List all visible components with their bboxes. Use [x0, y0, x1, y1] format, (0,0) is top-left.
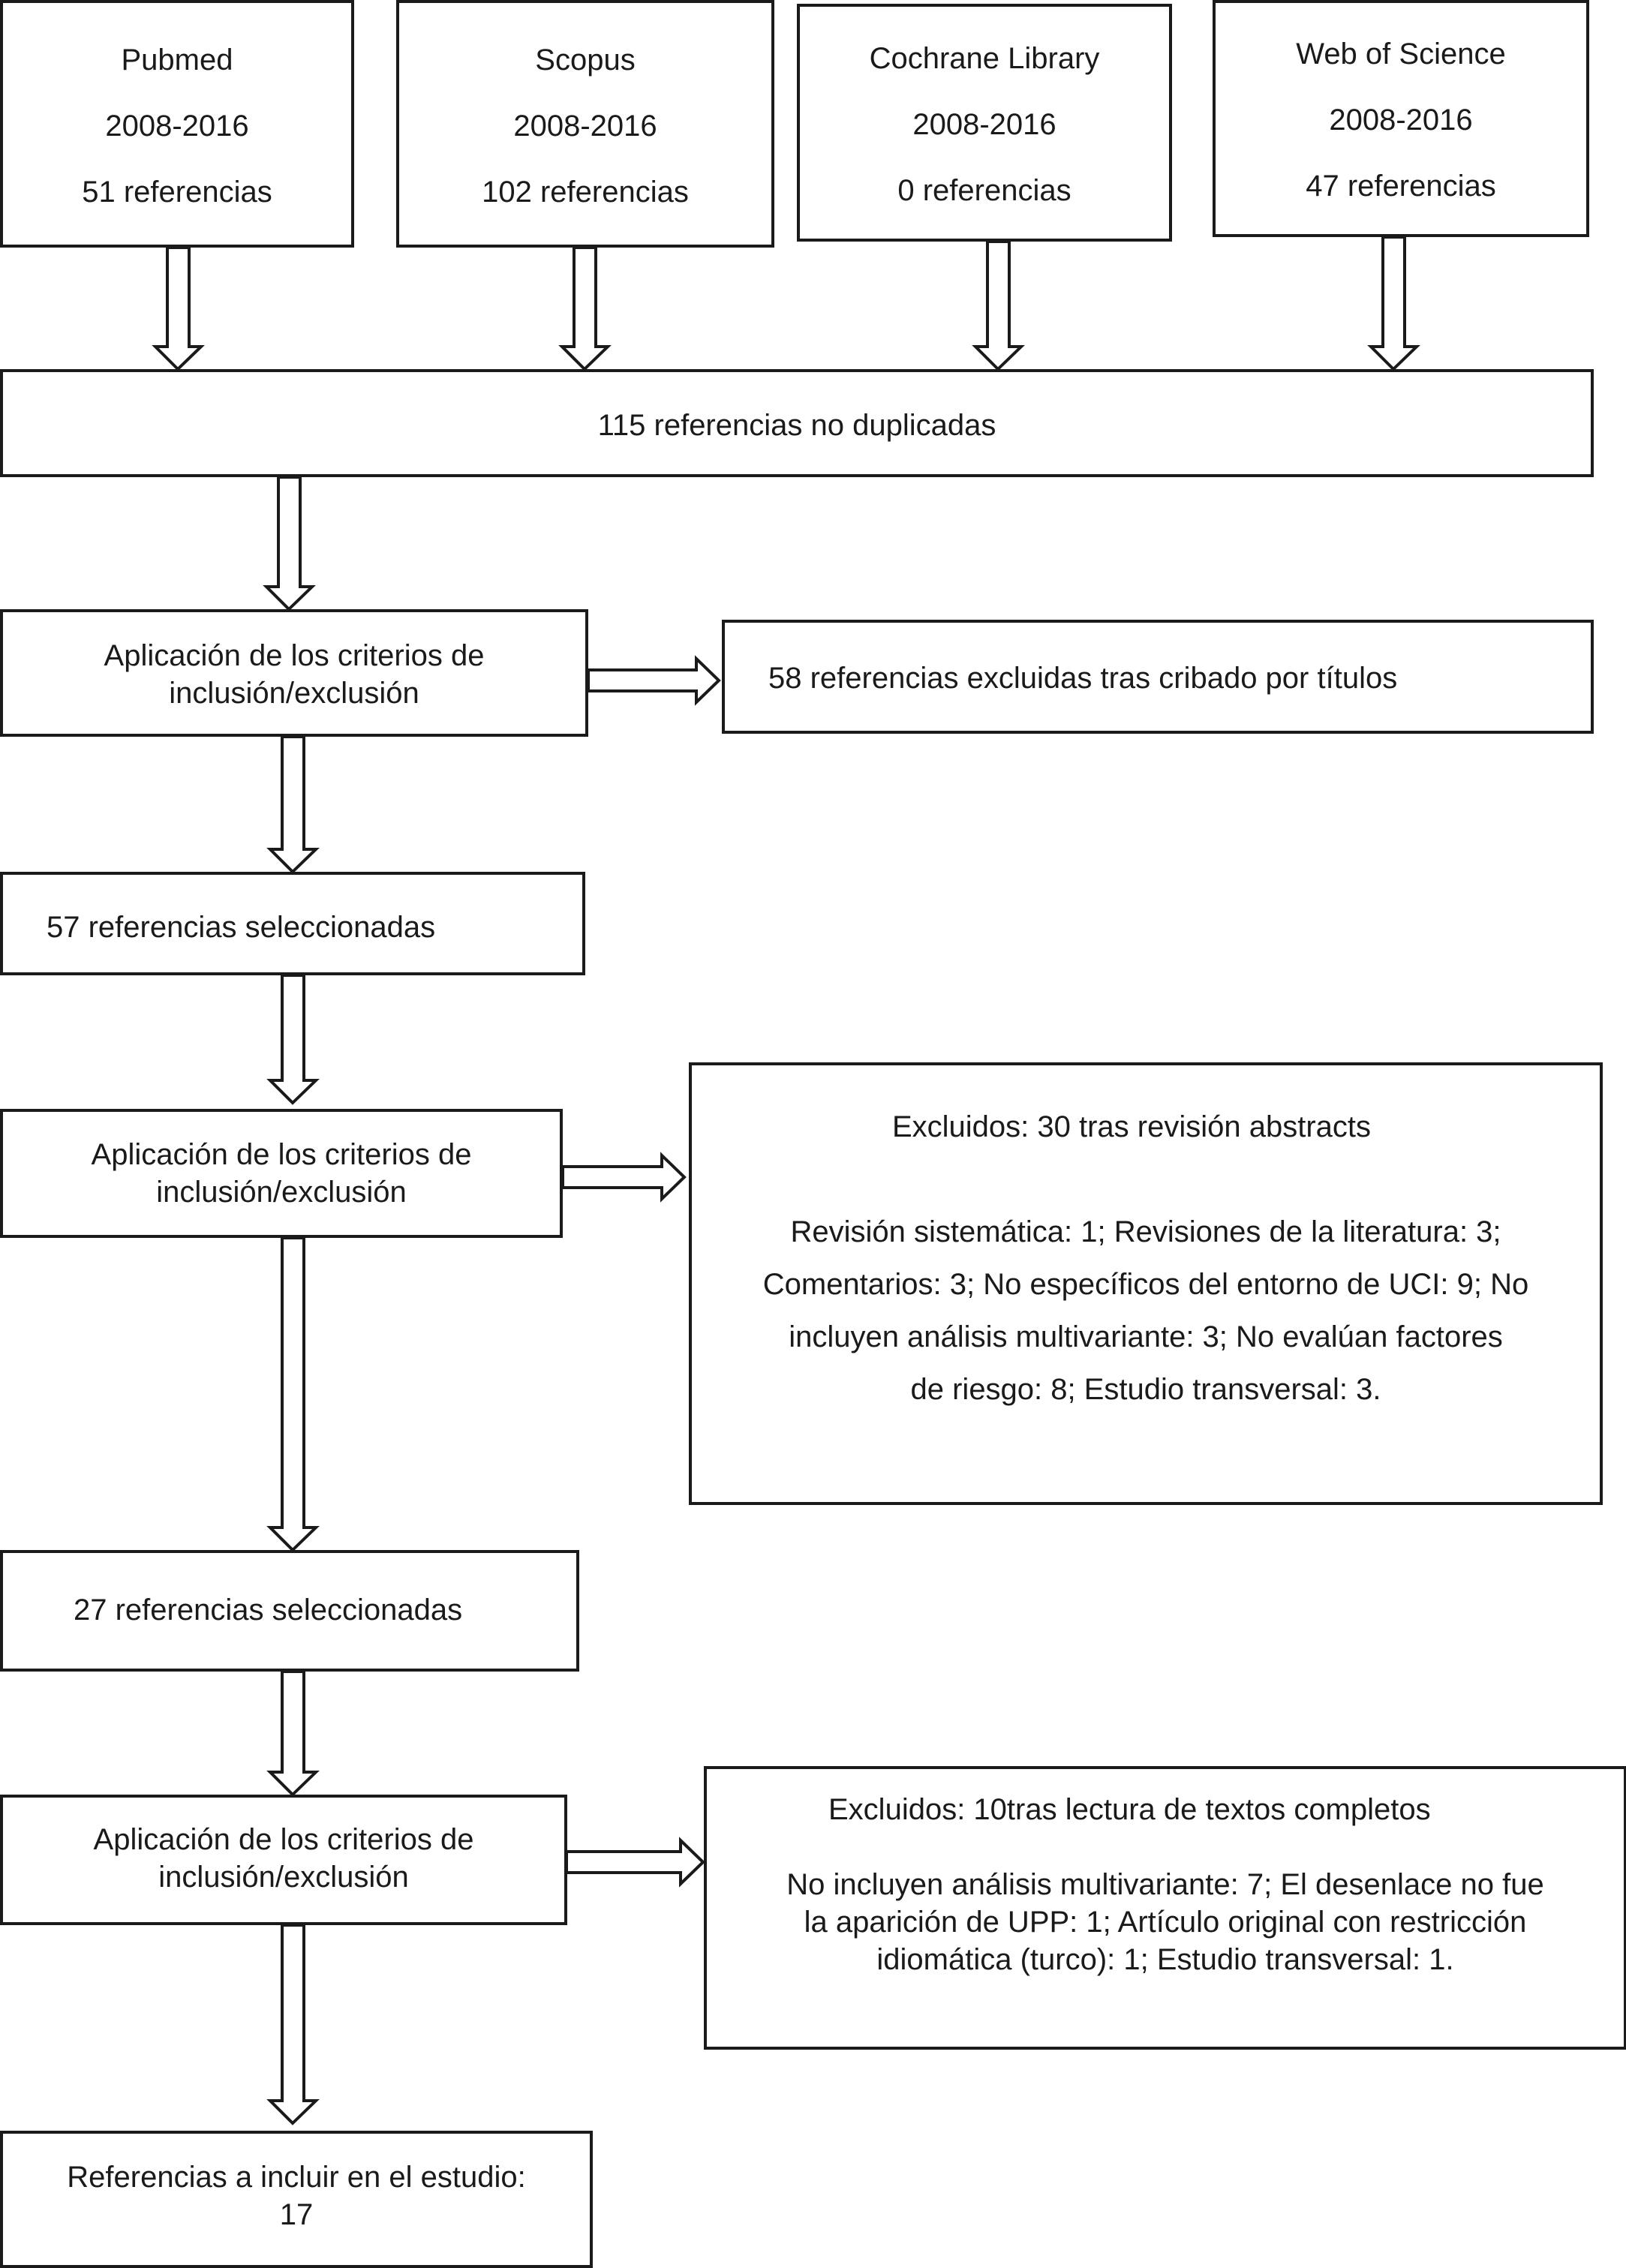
- excluded3-line2: la aparición de UPP: 1; Artículo origina…: [804, 1906, 1527, 1939]
- source-box-pubmed: [0, 0, 354, 248]
- source-refs-cochrane: 0 referencias: [897, 174, 1071, 207]
- excluded2-line1: Revisión sistemática: 1; Revisiones de l…: [790, 1215, 1501, 1248]
- source-name-wos: Web of Science: [1296, 38, 1506, 71]
- criteria2-line2: inclusión/exclusión: [156, 1176, 407, 1209]
- arrow-selected2-down: [266, 1670, 320, 1797]
- excluded3-box: [704, 1766, 1626, 2050]
- source-name-scopus: Scopus: [535, 44, 636, 77]
- arrow-nondup-down: [263, 476, 316, 611]
- arrow-criteria2-right: [561, 1152, 687, 1203]
- arrow-cochrane-down: [972, 240, 1025, 371]
- criteria3-line2: inclusión/exclusión: [158, 1861, 409, 1894]
- excluded3-line1: No incluyen análisis multivariante: 7; E…: [786, 1868, 1544, 1901]
- source-refs-pubmed: 51 referencias: [82, 176, 272, 209]
- selected2-text: 27 referencias seleccionadas: [74, 1594, 463, 1627]
- arrow-criteria1-right: [587, 655, 721, 706]
- source-refs-scopus: 102 referencias: [482, 176, 689, 209]
- source-refs-wos: 47 referencias: [1306, 170, 1496, 203]
- excluded1-box: [722, 620, 1594, 734]
- final-line2: 17: [279, 2198, 314, 2231]
- arrow-pubmed-down: [152, 246, 205, 371]
- nondup-box: [0, 369, 1594, 477]
- final-line1: Referencias a incluir en el estudio:: [67, 2161, 526, 2194]
- excluded1-text: 58 referencias excluidas tras cribado po…: [768, 662, 1398, 695]
- source-years-scopus: 2008-2016: [513, 110, 657, 143]
- criteria1-line2: inclusión/exclusión: [169, 677, 419, 710]
- final-box: [0, 2131, 593, 2268]
- excluded3-title: Excluidos: 10tras lectura de textos comp…: [828, 1793, 1431, 1826]
- selected1-box: [0, 872, 585, 975]
- arrow-wos-down: [1367, 236, 1420, 371]
- excluded2-line4: de riesgo: 8; Estudio transversal: 3.: [910, 1373, 1381, 1406]
- arrow-criteria3-down: [266, 1924, 320, 2125]
- excluded3-line3: idiomática (turco): 1; Estudio transvers…: [876, 1943, 1454, 1976]
- excluded2-title: Excluidos: 30 tras revisión abstracts: [891, 1110, 1372, 1143]
- excluded2-line3: incluyen análisis multivariante: 3; No e…: [789, 1320, 1503, 1353]
- source-name-pubmed: Pubmed: [121, 44, 233, 77]
- criteria1-line1: Aplicación de los criterios de: [104, 639, 485, 672]
- arrow-selected1-down: [266, 974, 320, 1105]
- source-years-cochrane: 2008-2016: [912, 108, 1056, 141]
- source-box-cochrane: [797, 4, 1172, 242]
- source-box-wos: [1213, 0, 1589, 237]
- arrow-scopus-down: [558, 246, 612, 371]
- excluded2-box: [689, 1062, 1603, 1505]
- criteria3-box: [0, 1795, 567, 1925]
- criteria3-line1: Aplicación de los criterios de: [93, 1823, 474, 1856]
- source-box-scopus: [396, 0, 774, 248]
- selected2-box: [0, 1550, 579, 1672]
- source-name-cochrane: Cochrane Library: [869, 42, 1100, 75]
- arrow-criteria3-right: [565, 1837, 705, 1888]
- nondup-text: 115 referencias no duplicadas: [597, 409, 996, 442]
- arrow-criteria1-down: [266, 735, 320, 874]
- source-years-wos: 2008-2016: [1329, 104, 1473, 137]
- criteria2-line1: Aplicación de los criterios de: [91, 1138, 472, 1171]
- excluded2-line2: Comentarios: 3; No específicos del entor…: [762, 1268, 1529, 1301]
- criteria1-box: [0, 609, 588, 737]
- source-years-pubmed: 2008-2016: [105, 110, 249, 143]
- criteria2-box: [0, 1109, 563, 1238]
- arrow-criteria2-down: [266, 1236, 320, 1552]
- selected1-text: 57 referencias seleccionadas: [47, 911, 436, 944]
